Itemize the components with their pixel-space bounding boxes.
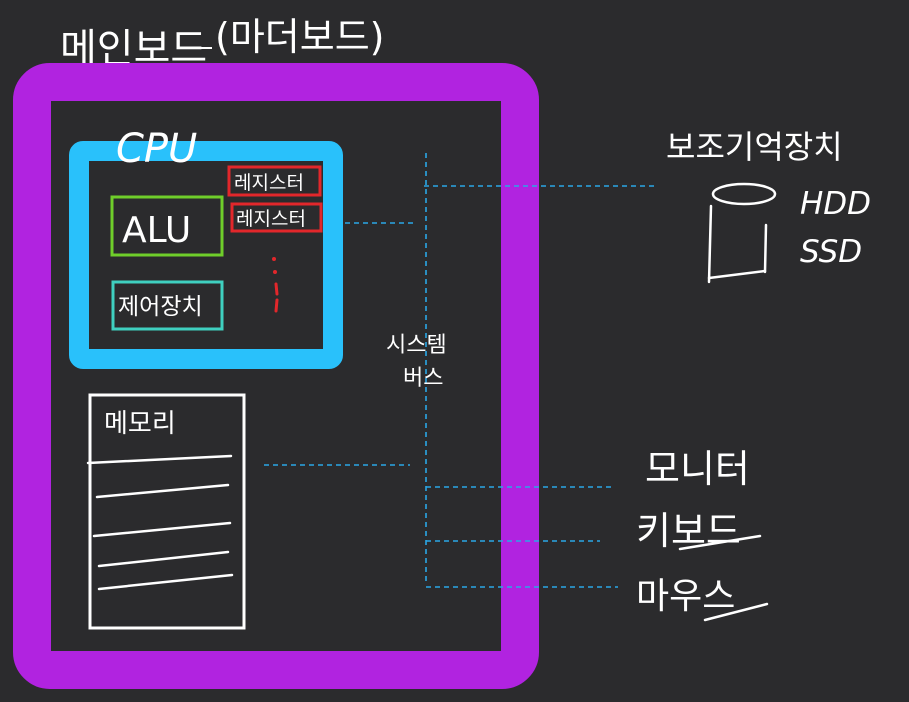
alu-box	[110, 195, 224, 257]
peripheral-monitor: 모니터	[645, 447, 750, 491]
memory-cells	[86, 454, 234, 591]
register-box-1	[227, 165, 322, 197]
register-label-1: 레지스터	[234, 172, 304, 194]
register-ellipsis	[272, 257, 279, 313]
mouse-underline	[703, 602, 769, 622]
register-label-2: 레지스터	[236, 208, 306, 230]
system-bus	[264, 153, 655, 588]
peripheral-keyboard: 키보드	[636, 509, 741, 553]
disk-icon	[707, 182, 777, 284]
title-paren: (마더보드)	[215, 15, 385, 59]
register-box-2	[230, 202, 323, 233]
storage-label: 보조기억장치	[666, 128, 843, 166]
control-unit-label: 제어장치	[118, 294, 203, 320]
system-bus-label-line2: 버스	[403, 366, 443, 391]
motherboard-frame	[13, 63, 539, 689]
peripheral-mouse: 마우스	[636, 576, 735, 617]
system-bus-label-line1: 시스템	[386, 333, 447, 358]
storage-item-hdd: HDD	[800, 186, 871, 222]
cpu-label: CPU	[116, 126, 197, 172]
storage-item-ssd: SSD	[800, 234, 862, 270]
cpu-frame	[69, 141, 343, 369]
memory-box	[88, 393, 246, 630]
control-unit-box	[111, 280, 224, 331]
alu-label: ALU	[122, 210, 191, 251]
keyboard-underline	[678, 534, 762, 551]
memory-label: 메모리	[104, 409, 176, 439]
